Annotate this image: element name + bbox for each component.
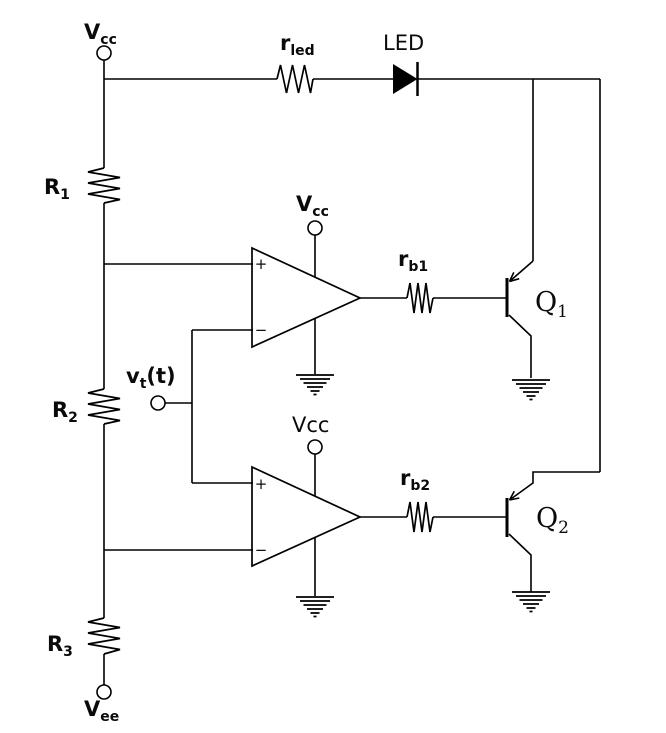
- q1-ground-icon: [512, 379, 550, 401]
- q1-collector-lead: [508, 314, 532, 378]
- led-anode-triangle: [393, 64, 418, 94]
- vcc-top-label: Vcc: [84, 20, 117, 48]
- output-base-wires: [360, 297, 506, 518]
- opamp1-ground-icon: [296, 374, 334, 396]
- opamp2-symbol: + −: [251, 465, 363, 568]
- opamp1-vcc-label: Vcc: [296, 192, 329, 220]
- transistor-q2-symbol: [505, 471, 600, 592]
- opamp2-minus-sign: −: [255, 541, 268, 559]
- rb2-label: rb2: [400, 466, 430, 494]
- rled-label: rled: [280, 31, 315, 59]
- q2-collector-lead: [508, 533, 532, 592]
- opamp1-plus-sign: +: [255, 255, 268, 273]
- resistor-rb2-symbol: [406, 501, 434, 533]
- vee-terminal: [96, 684, 112, 700]
- rb1-label: rb1: [398, 247, 428, 275]
- opamp1-symbol: + −: [251, 246, 363, 349]
- resistor-r3-symbol: [87, 617, 121, 655]
- q1-emitter-lead: [508, 260, 534, 283]
- resistor-rb1-symbol: [406, 282, 434, 314]
- opamp1-minus-sign: −: [255, 321, 268, 339]
- q1-label: Q1: [535, 287, 568, 322]
- q2-emitter-lead: [509, 471, 600, 501]
- opamp2-vcc-terminal: [307, 439, 323, 455]
- wires: [103, 60, 601, 685]
- r1-label: R1: [44, 175, 70, 203]
- resistor-r1-symbol: [87, 167, 121, 204]
- opamp2-plus-sign: +: [255, 475, 268, 493]
- vt-label: vt(t): [126, 364, 176, 392]
- led-label: LED: [383, 31, 424, 55]
- vt-terminal: [150, 395, 166, 411]
- opamp1-vcc-terminal: [307, 220, 323, 236]
- q2-emitter-arrow-icon: [508, 490, 520, 501]
- resistor-r2-symbol: [87, 388, 121, 425]
- input-wires: [104, 263, 253, 551]
- top-rail-wire: [104, 78, 601, 472]
- q2-label: Q2: [536, 503, 569, 538]
- q1-emitter-arrow-icon: [508, 272, 520, 283]
- q2-ground-icon: [512, 591, 550, 613]
- opamp2-triangle: [251, 465, 363, 568]
- resistor-rled-symbol: [276, 64, 314, 94]
- r3-label: R3: [47, 632, 73, 660]
- opamp2-ground-icon: [296, 596, 334, 618]
- opamp1-triangle: [251, 246, 363, 349]
- opamp2-vcc-label: Vcc: [292, 413, 329, 437]
- transistor-q1-symbol: [505, 260, 534, 378]
- r2-label: R2: [52, 398, 78, 426]
- vcc-terminal: [96, 45, 112, 61]
- led-diode-symbol: [393, 62, 419, 96]
- vee-label: Vee: [84, 697, 119, 725]
